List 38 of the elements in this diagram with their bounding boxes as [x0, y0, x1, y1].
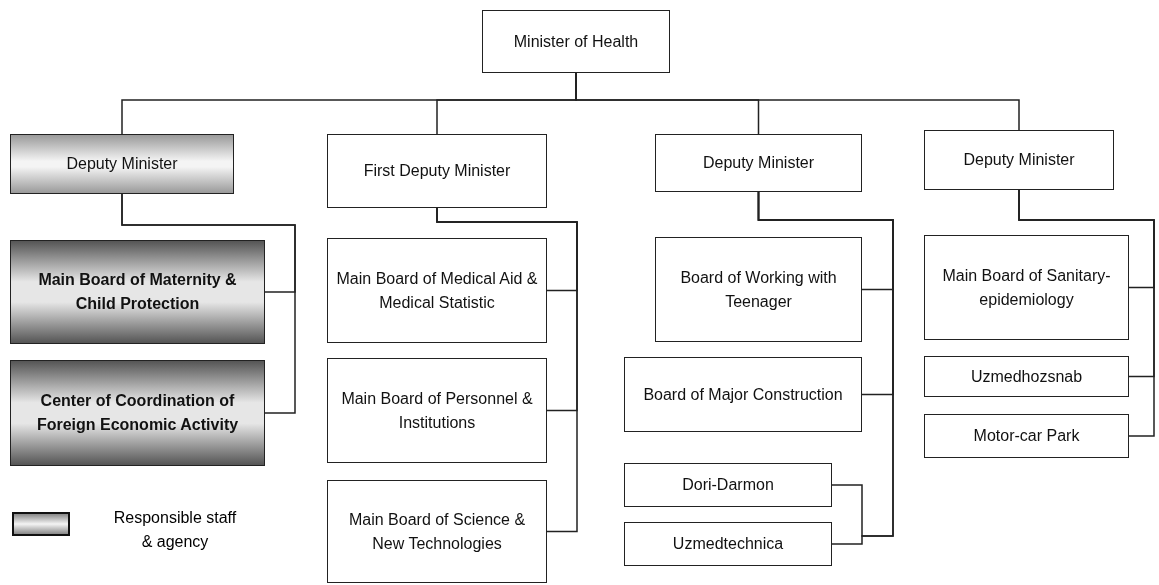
box-label: Main Board of Sanitary-epidemiology: [941, 265, 1112, 310]
box-label: Center of Coordination of Foreign Economic Activity: [35, 391, 240, 435]
org-box: [924, 356, 1129, 397]
box-label: Deputy Minister: [66, 154, 178, 174]
org-box: [10, 240, 265, 344]
box-label: First Deputy Minister: [363, 161, 511, 181]
org-box: [924, 235, 1129, 340]
org-box: [482, 10, 670, 73]
org-box: [327, 238, 547, 343]
box-label: Deputy Minister: [963, 150, 1075, 170]
org-box: [327, 358, 547, 463]
box-label: Deputy Minister: [702, 153, 815, 173]
org-box: [327, 480, 547, 583]
org-box: [655, 237, 862, 342]
box-label: Main Board of Maternity & Child Protection: [37, 270, 238, 314]
connector-line: [121, 193, 296, 414]
org-box: [924, 414, 1129, 458]
box-label: Main Board of Science & New Technologies: [347, 509, 527, 554]
box-label: Dori-Darmon: [682, 475, 774, 495]
org-box: [10, 134, 234, 194]
org-box: [327, 134, 547, 208]
org-box: [10, 360, 265, 466]
box-label: Main Board of Medical Aid & Medical Statistic: [336, 268, 538, 313]
box-label: Uzmedhozsnab: [970, 366, 1083, 387]
box-label: Board of Major Construction: [643, 384, 843, 405]
box-label: Board of Working with Teenager: [679, 267, 838, 312]
org-box: [624, 463, 832, 507]
org-box: [624, 522, 832, 566]
org-box: [655, 134, 862, 192]
connector-line: [436, 207, 578, 533]
org-box: [624, 357, 862, 432]
box-label: Motor-car Park: [973, 426, 1080, 446]
box-label: Main Board of Personnel & Institutions: [340, 388, 534, 433]
legend-label: Responsible staff & agency: [112, 508, 238, 552]
org-box: [924, 130, 1114, 190]
box-label: Uzmedtechnica: [672, 534, 784, 554]
connector-line: [1018, 189, 1155, 437]
box-label: Minister of Health: [513, 31, 639, 52]
